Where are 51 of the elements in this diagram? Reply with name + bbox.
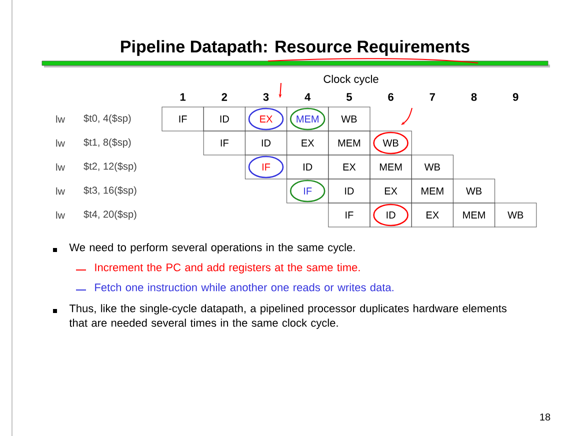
column-number: 8 xyxy=(471,93,477,101)
axis-title: Clock cycle xyxy=(324,74,378,86)
instruction-mnemonic: lw xyxy=(56,211,65,219)
instruction-mnemonic: lw xyxy=(56,187,65,195)
stage-cell: MEM xyxy=(452,202,496,228)
column-number: 7 xyxy=(430,93,435,101)
stage-cell: WB xyxy=(411,154,454,180)
instruction-mnemonic: lw xyxy=(56,163,65,171)
stage-cell: ID xyxy=(286,154,329,180)
column-number: 1 xyxy=(180,93,186,101)
stage-cell: EX xyxy=(370,178,412,204)
stage-cell: EX xyxy=(244,106,288,132)
column-number: 2 xyxy=(222,93,228,101)
stage-cell: MEM xyxy=(411,178,454,204)
stage-cell: MEM xyxy=(286,106,329,132)
column-number: 3 xyxy=(263,93,269,101)
column-number: 5 xyxy=(346,93,352,101)
column-number: 4 xyxy=(304,93,311,101)
bullet-text: Fetch one instruction while another one reads or writes data. xyxy=(95,283,394,292)
stage-cell: IF xyxy=(286,178,329,204)
stage-cell: ID xyxy=(328,178,370,204)
bullet-text: We need to perform several operations in the same cycle. xyxy=(69,243,355,254)
stage-cell: MEM xyxy=(370,154,412,180)
stage-cell: ID xyxy=(244,130,288,156)
instruction-operands: $t0, 4($sp) xyxy=(84,114,131,124)
stage-cell: ID xyxy=(203,106,246,132)
instruction-operands: $t3, 16($sp) xyxy=(84,186,136,196)
stage-cell: EX xyxy=(286,130,329,156)
instruction-operands: $t2, 12($sp) xyxy=(84,162,136,172)
instruction-operands: $t4, 20($sp) xyxy=(84,210,136,220)
title: Pipeline Datapath: Resource Requirements xyxy=(121,40,470,56)
column-number: 6 xyxy=(388,93,394,101)
bullet-text: Increment the PC and add registers at the same time. xyxy=(95,263,360,274)
stage-cell: MEM xyxy=(328,130,370,156)
stage-cell: ID xyxy=(370,202,412,228)
stage-cell: EX xyxy=(411,202,454,228)
instruction-mnemonic: lw xyxy=(56,139,65,147)
stage-cell: IF xyxy=(162,106,204,132)
page-number: 18 xyxy=(540,413,550,421)
column-number: 9 xyxy=(512,93,518,101)
stage-cell: WB xyxy=(370,130,412,156)
instruction-operands: $t1, 8($sp) xyxy=(84,138,131,148)
stage-cell: WB xyxy=(494,202,537,228)
stage-cell: WB xyxy=(452,178,496,204)
stage-cell: IF xyxy=(244,154,288,180)
stage-cell: EX xyxy=(328,154,370,180)
stage-cell: IF xyxy=(203,130,246,156)
bullet-text: Thus, like the single-cycle datapath, a pipelined processor duplicates hardware elements that are needed several times in the same clock cycle. xyxy=(69,304,506,329)
instruction-mnemonic: lw xyxy=(56,115,65,123)
stage-cell: IF xyxy=(328,202,370,228)
stage-cell: WB xyxy=(328,106,370,132)
